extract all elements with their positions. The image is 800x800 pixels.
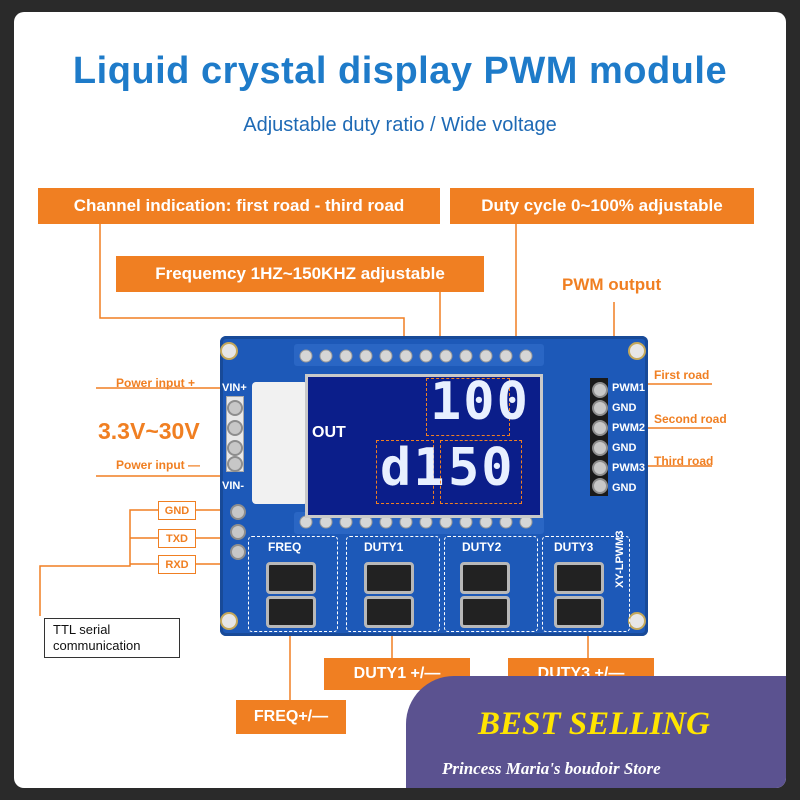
lcd-screen (305, 374, 543, 518)
voltage-range-label: 3.3V~30V (98, 418, 200, 444)
third-road-label: Third road (654, 454, 714, 468)
duty1-minus-button[interactable] (364, 596, 414, 628)
power-pin-1 (227, 400, 243, 416)
lcd-side-block (252, 382, 308, 504)
output-pin-2 (592, 400, 608, 416)
duty3-group-label: DUTY3 (554, 540, 594, 554)
serial-pad-gnd (230, 504, 246, 520)
serial-pad-txd (230, 524, 246, 540)
pin-label-pwm3: PWM3 (612, 462, 645, 474)
frequency-callout: Frequemcy 1HZ~150KHZ adjustable (116, 256, 484, 292)
banner-store-name: Princess Maria's boudoir Store (442, 759, 661, 778)
lcd-channel-digits: d1 (380, 438, 447, 498)
duty3-plus-button[interactable] (554, 562, 604, 594)
output-pin-4 (592, 440, 608, 456)
power-pin-3 (227, 440, 243, 456)
duty1-group-label: DUTY1 (364, 540, 404, 554)
vin-minus-label: VIN- (222, 480, 244, 492)
power-input-minus-label: Power input — (116, 458, 200, 472)
pin-label-gnd-3: GND (612, 482, 637, 494)
first-road-label: First road (654, 368, 710, 382)
mount-hole-top-right (628, 342, 646, 360)
freq-plus-button[interactable] (266, 562, 316, 594)
ttl-line-1: TTL serial (53, 622, 111, 637)
output-pin-1 (592, 382, 608, 398)
page-subtitle: Adjustable duty ratio / Wide voltage (243, 114, 557, 136)
output-pin-5 (592, 460, 608, 476)
page-title: Liquid crystal display PWM module (72, 50, 728, 92)
mount-hole-bottom-left (220, 612, 238, 630)
pin-label-pwm1: PWM1 (612, 382, 645, 394)
lcd-value-digits: 50 (448, 438, 515, 498)
model-label: XY-LPWM3 (614, 530, 626, 588)
mount-hole-top-left (220, 342, 238, 360)
serial-pad-rxd (230, 544, 246, 560)
duty1-plus-button[interactable] (364, 562, 414, 594)
freq-group-label: FREQ (268, 540, 302, 554)
freq-minus-button[interactable] (266, 596, 316, 628)
pin-label-gnd-1: GND (612, 402, 637, 414)
freq-button-group (248, 536, 338, 632)
duty2-group-label: DUTY2 (462, 540, 502, 554)
duty2-plus-button[interactable] (460, 562, 510, 594)
ttl-line-2: communication (53, 638, 141, 653)
duty-cycle-callout: Duty cycle 0~100% adjustable (450, 188, 754, 224)
serial-pin-rxd: RXD (158, 555, 196, 574)
duty3-button-group (542, 536, 630, 632)
serial-pin-gnd: GND (158, 501, 196, 520)
power-pin-2 (227, 420, 243, 436)
pin-label-pwm2: PWM2 (612, 422, 645, 434)
serial-pin-txd: TXD (158, 529, 196, 548)
freq-adjust-label: FREQ+/— (236, 700, 346, 734)
channel-indication-callout: Channel indication: first road - third r… (38, 188, 440, 224)
output-pin-3 (592, 420, 608, 436)
channel-highlight (376, 440, 434, 504)
duty2-minus-button[interactable] (460, 596, 510, 628)
duty3-minus-button[interactable] (554, 596, 604, 628)
pin-label-gnd-2: GND (612, 442, 637, 454)
pwm-output-label: PWM output (562, 275, 662, 294)
output-pin-6 (592, 478, 608, 494)
duty2-button-group (444, 536, 538, 632)
power-pin-4 (227, 456, 243, 472)
banner-headline: BEST SELLING (478, 706, 710, 742)
value-highlight (440, 440, 522, 504)
second-road-label: Second road (654, 412, 727, 426)
ttl-serial-box: TTL serial communication (44, 618, 180, 658)
duty1-adjust-label: DUTY1 +/— (324, 658, 470, 690)
lcd-top-digits: 100 (430, 372, 530, 432)
duty1-button-group (346, 536, 440, 632)
vin-plus-label: VIN+ (222, 382, 247, 394)
best-selling-banner (406, 676, 786, 788)
duty-highlight (426, 378, 510, 436)
power-input-plus-label: Power input + (116, 376, 196, 390)
lcd-out-label: OUT (312, 424, 346, 441)
